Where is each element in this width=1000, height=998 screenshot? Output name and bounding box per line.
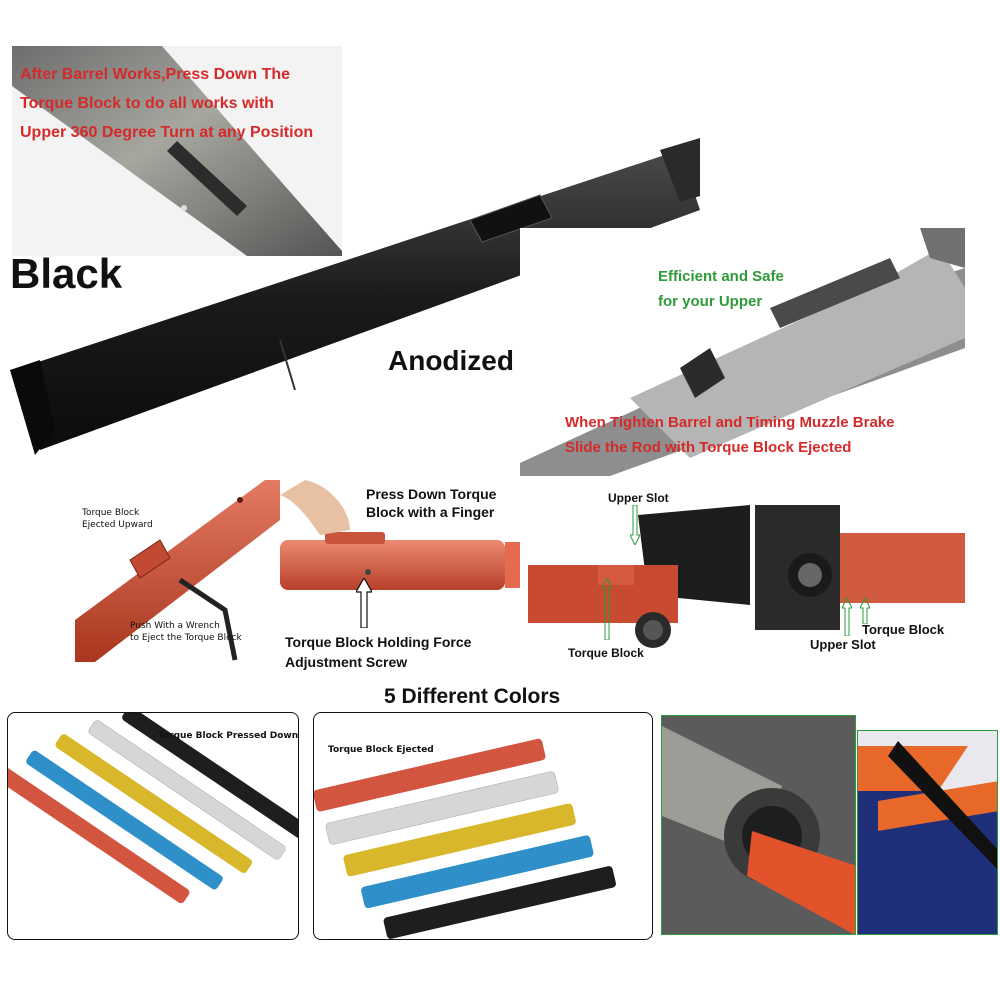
pressed-rods-image — [8, 713, 298, 904]
ejected-label: Torque Block Ejected — [328, 745, 434, 755]
caption-line-3: Upper 360 Degree Turn at any Position — [20, 124, 314, 141]
upper-receiver-photo — [520, 228, 965, 476]
barrel-nut-photo — [661, 715, 856, 935]
black-rod-hero-image — [10, 138, 700, 455]
barrel-nut-image — [662, 716, 855, 934]
ejected-box — [313, 712, 653, 940]
pressed-down-label: Torque Block Pressed Down — [158, 731, 299, 741]
top-left-caption: After Barrel Works,Press Down The Torque… — [20, 60, 313, 147]
caption-line-2: Torque Block to do all works with — [20, 95, 274, 112]
gray-rod-closeup-image — [12, 46, 342, 256]
green-down-arrow-icon — [630, 505, 640, 545]
efficient-line-2: for your Upper — [658, 293, 763, 310]
tighten-caption: When Tighten Barrel and Timing Muzzle Br… — [565, 410, 895, 460]
wrench-eject-photo — [75, 480, 280, 662]
torque-block-label-a: Torque Block — [568, 646, 644, 660]
green-up-arrow-icon-b — [842, 598, 852, 636]
upper-slot-label-a: Upper Slot — [608, 491, 669, 505]
wrench-line-2: to Eject the Torque Block — [130, 633, 242, 643]
screw-line-2: Adjustment Screw — [285, 654, 408, 670]
upper-slot-image-a — [528, 505, 750, 648]
upper-slot-photo-a — [528, 505, 750, 660]
ejected-rods-image — [314, 738, 616, 939]
efficient-line-1: Efficient and Safe — [658, 268, 784, 285]
ejected-line-2: Ejected Upward — [82, 520, 153, 530]
upper-slot-label-b: Upper Slot — [810, 637, 876, 652]
pressed-down-box — [7, 712, 299, 940]
black-color-label: Black — [10, 250, 123, 297]
wrench-line-1: Push With a Wrench — [130, 621, 220, 631]
finger-press-photo — [280, 480, 520, 605]
press-down-caption: Press Down Torque Block with a Finger — [366, 485, 496, 521]
tighten-line-1: When Tighten Barrel and Timing Muzzle Br… — [565, 414, 895, 431]
tighten-line-2: Slide the Rod with Torque Block Ejected — [565, 439, 852, 456]
torque-block-label-b: Torque Block — [862, 622, 945, 637]
green-up-arrow-icon — [602, 578, 612, 640]
closeup-photo-top-left — [12, 46, 342, 256]
ejected-line-1: Torque Block — [82, 508, 140, 518]
screw-line-1: Torque Block Holding Force — [285, 634, 472, 650]
red-rod-wrench-image — [75, 480, 280, 662]
ejected-upward-caption: Torque Block Ejected Upward — [82, 507, 153, 531]
finger-press-image — [280, 480, 520, 590]
vise-photo — [857, 730, 998, 935]
press-line-1: Press Down Torque — [366, 486, 497, 502]
wrench-caption: Push With a Wrench to Eject the Torque B… — [130, 620, 242, 644]
vise-image — [858, 741, 997, 934]
five-colors-heading: 5 Different Colors — [384, 685, 561, 708]
green-up-arrow-icon-c — [860, 598, 870, 624]
upper-slot-image-b — [755, 505, 965, 630]
adjustment-screw-caption: Torque Block Holding Force Adjustment Sc… — [285, 632, 471, 672]
upper-receiver-image — [520, 228, 965, 476]
efficient-caption: Efficient and Safe for your Upper — [658, 264, 784, 314]
press-line-2: Block with a Finger — [366, 504, 495, 520]
caption-line-1: After Barrel Works,Press Down The — [20, 66, 291, 83]
up-arrow-icon — [356, 578, 372, 628]
upper-slot-photo-b — [755, 505, 965, 630]
